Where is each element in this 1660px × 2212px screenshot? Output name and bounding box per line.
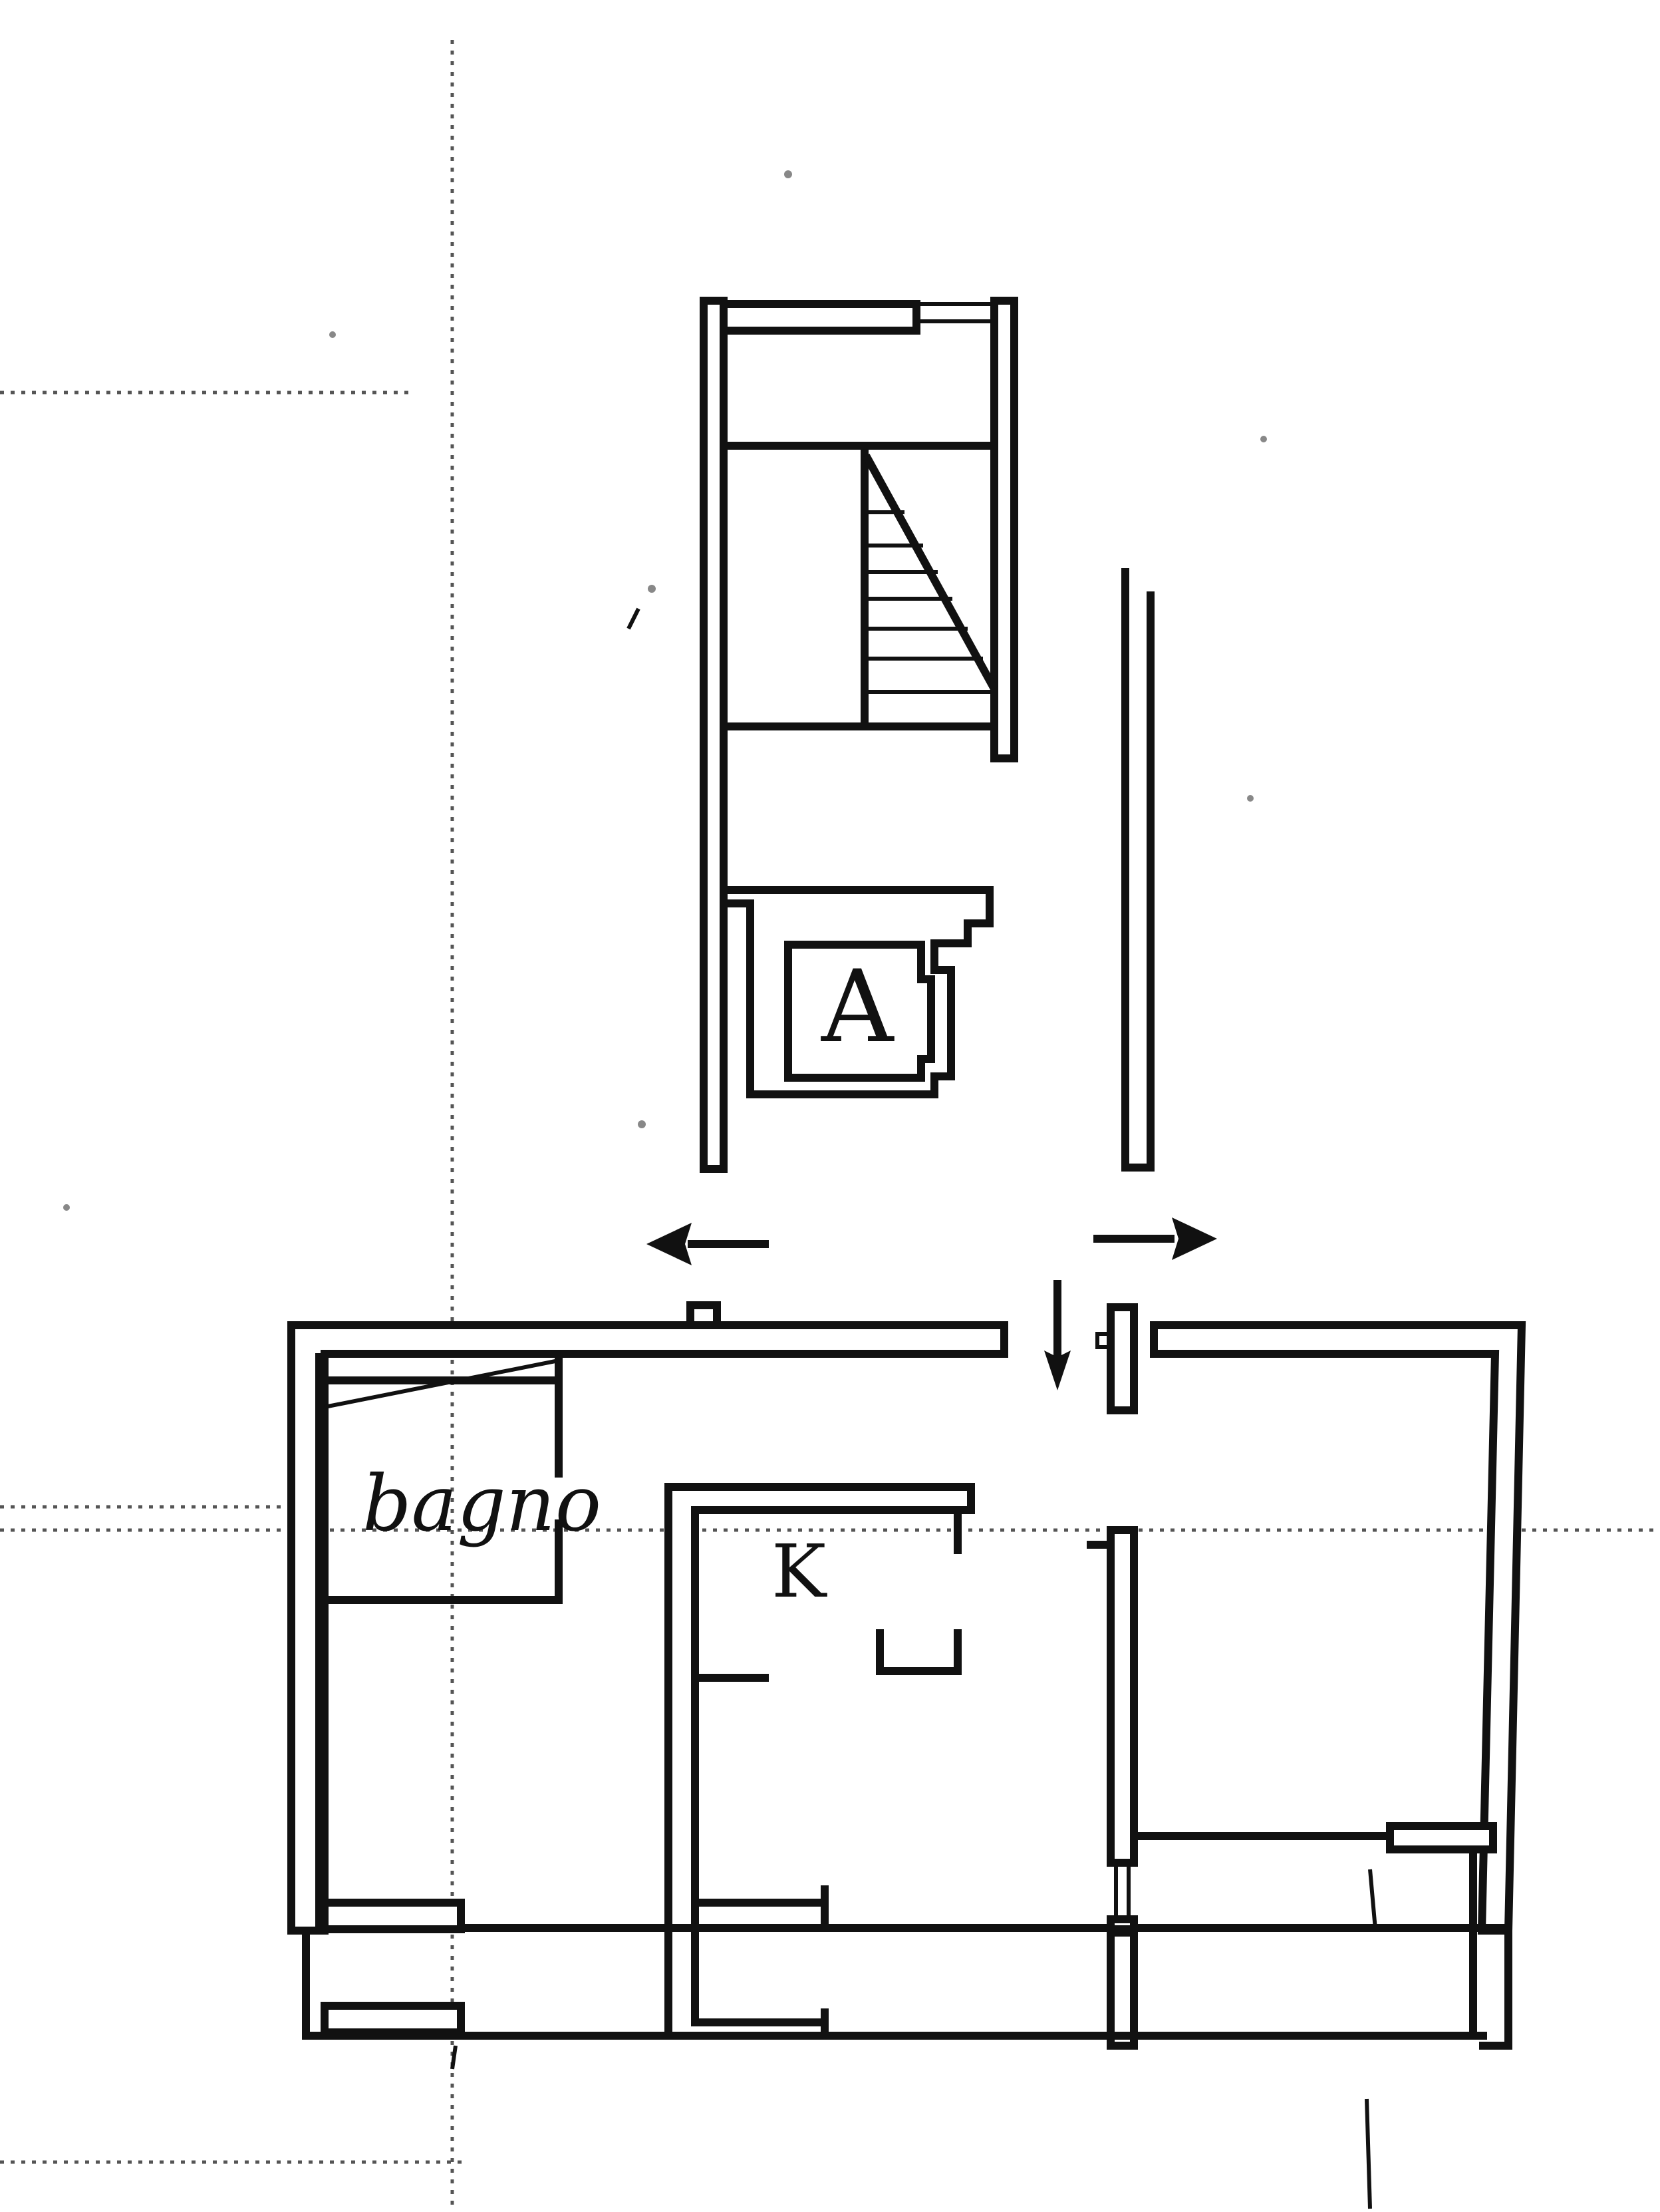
room-bagno-label: bagno <box>362 1460 601 1549</box>
stairwell-block <box>700 297 1018 1173</box>
direction-arrows <box>646 1217 1217 1390</box>
partition-wall-upper <box>1107 1526 1138 1867</box>
stair-top-wall <box>720 300 920 335</box>
corridor-outer-wall <box>1121 568 1155 1172</box>
scan-noise <box>0 40 1660 2209</box>
stair-treads <box>868 510 994 694</box>
bedroom-partition <box>1087 1526 1497 2050</box>
apartment-top-wall-left <box>287 1321 1008 1935</box>
entrance-jamb <box>1107 1303 1138 1414</box>
room-a-label: A <box>821 949 895 1065</box>
stair-right-wall <box>990 297 1018 762</box>
room-a-inner <box>784 941 935 1082</box>
room-k-label: K <box>771 1529 827 1614</box>
arrow-down-icon <box>1044 1280 1071 1390</box>
arrow-left-icon <box>646 1223 769 1265</box>
corridor-left-wall <box>700 297 728 1173</box>
arrow-right-icon <box>1093 1217 1217 1260</box>
wardrobe-block <box>1386 1822 1497 1853</box>
apartment-block <box>287 1301 1526 1935</box>
kitchen: K <box>664 1483 975 1932</box>
room-a: A <box>720 886 994 1098</box>
apartment-bottom <box>302 1924 1512 2050</box>
bottom-wall-left-stub <box>321 1899 465 1933</box>
bathroom: bagno <box>321 1353 601 1604</box>
